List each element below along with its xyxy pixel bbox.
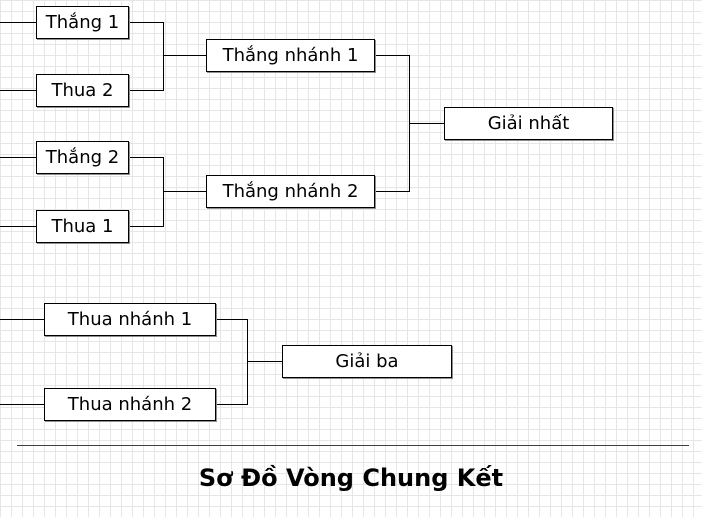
connector-third-place [216, 319, 248, 405]
bracket-node-giai-nhat: Giải nhất [444, 107, 613, 140]
bracket-node-thang-nhanh-1: Thắng nhánh 1 [206, 39, 375, 72]
bracket-node-thang-1: Thắng 1 [36, 6, 129, 39]
diagram-title: Sơ Đồ Vòng Chung Kết [198, 464, 504, 492]
bracket-node-thang-nhanh-2: Thắng nhánh 2 [206, 175, 375, 208]
bracket-node-label: Thua 1 [51, 215, 114, 237]
bracket-node-label: Giải nhất [487, 112, 570, 134]
bracket-node-thua-nhanh-2: Thua nhánh 2 [44, 388, 216, 421]
bracket-node-thua-nhanh-1: Thua nhánh 1 [44, 303, 216, 336]
bracket-node-label: Thua 2 [51, 79, 114, 101]
bracket-node-label: Thua nhánh 2 [67, 393, 193, 415]
bracket-node-label: Thắng nhánh 2 [222, 180, 359, 202]
bracket-node-label: Thắng nhánh 1 [222, 44, 359, 66]
bracket-node-thua-1: Thua 1 [36, 210, 129, 243]
connector-r1b-semi2 [129, 157, 164, 227]
bracket-node-giai-ba: Giải ba [282, 345, 452, 378]
bracket-node-label: Thắng 1 [45, 11, 120, 33]
bracket-node-label: Giải ba [335, 350, 399, 372]
connector-r1a-semi1 [129, 22, 164, 91]
bracket-node-thua-2: Thua 2 [36, 74, 129, 107]
bracket-node-thang-2: Thắng 2 [36, 141, 129, 174]
title-divider [17, 445, 689, 446]
connector-semis-final [375, 55, 410, 192]
bracket-node-label: Thắng 2 [45, 146, 120, 168]
bracket-node-label: Thua nhánh 1 [67, 308, 193, 330]
